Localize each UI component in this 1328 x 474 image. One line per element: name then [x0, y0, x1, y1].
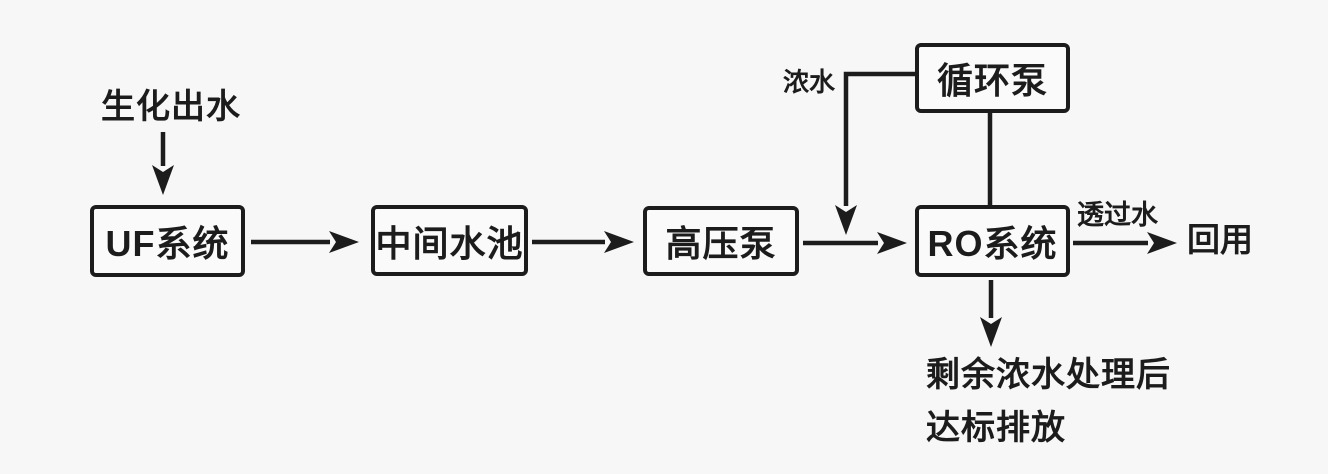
label-biochemical-effluent: 生化出水	[101, 88, 241, 126]
label-residual-discharge: 剩余浓水处理后 达标排放	[926, 349, 1171, 455]
label-residual-discharge-line2: 达标排放	[926, 409, 1066, 447]
node-ro-system: RO系统	[915, 205, 1070, 277]
arrow-concentrate-recycle	[835, 71, 915, 235]
label-reuse: 回用	[1187, 221, 1253, 258]
node-high-pressure-pump: 高压泵	[643, 206, 799, 276]
label-residual-discharge-line1: 剩余浓水处理后	[926, 356, 1171, 394]
label-permeate: 透过水	[1077, 200, 1158, 230]
node-uf-system: UF系统	[90, 205, 245, 277]
node-circulation-pump: 循环泵	[915, 43, 1070, 113]
label-concentrate: 浓水	[783, 67, 836, 97]
node-intermediate-pool: 中间水池	[371, 205, 528, 276]
